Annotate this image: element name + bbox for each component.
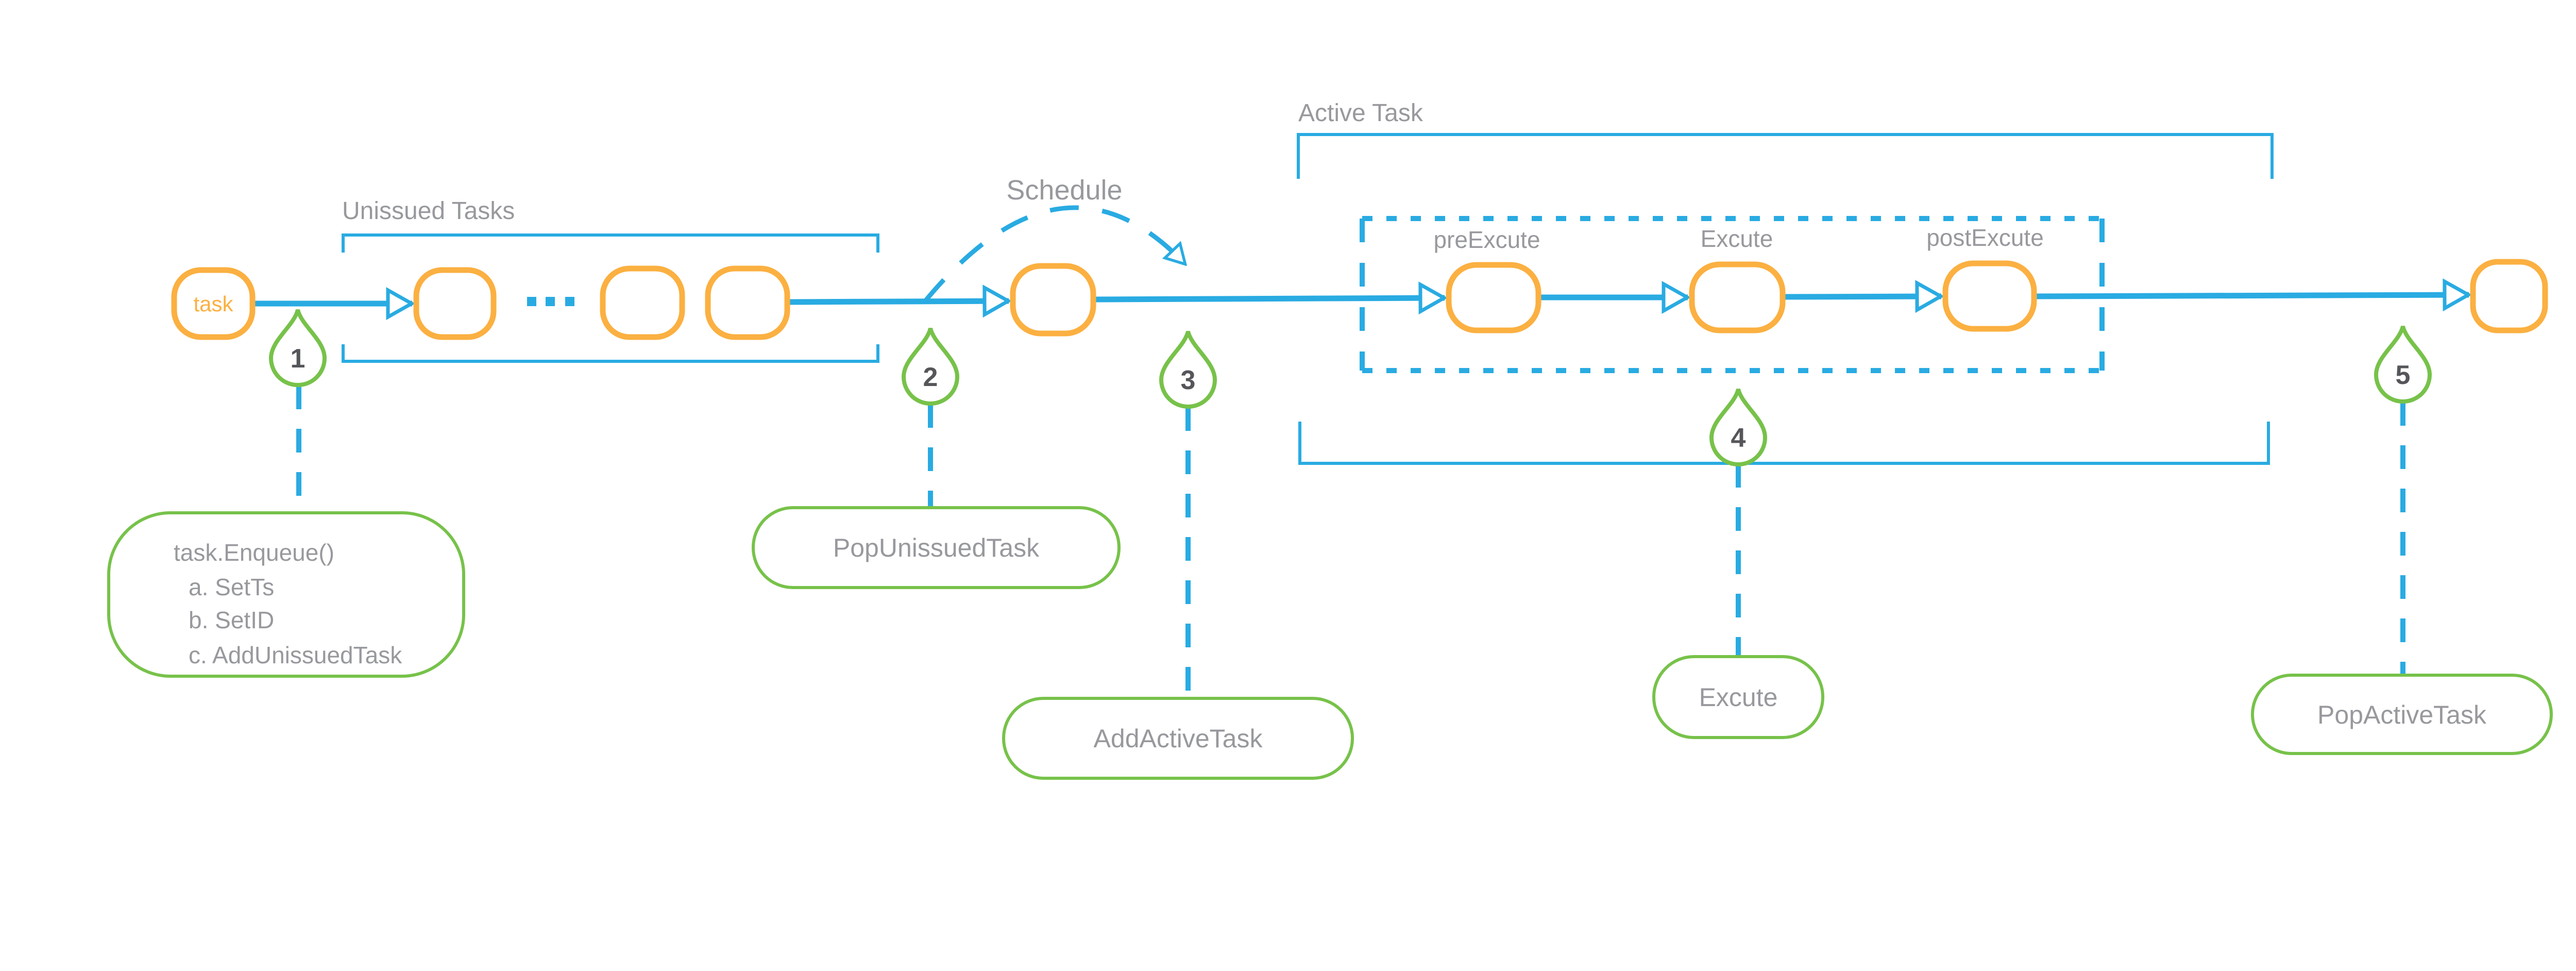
post-excute-node: [1942, 260, 2037, 332]
schedule-arc-arrow: [923, 205, 1185, 303]
queue-node-3: [705, 265, 790, 340]
annotation-pill-pop-unissued: [752, 506, 1121, 589]
enqueue-annotation-line-3: b. SetID: [189, 607, 275, 633]
excute-annotation-text: Excute: [1699, 683, 1778, 712]
marker-4-pin: [1709, 388, 1768, 466]
active-task-bracket-bottom: [1298, 422, 2270, 465]
add-active-task-text: AddActiveTask: [1093, 724, 1263, 753]
marker-1-number: 1: [290, 344, 306, 374]
unissued-tasks-label: Unissued Tasks: [342, 197, 515, 225]
enqueue-annotation-line-4: c. AddUnissuedTask: [189, 642, 402, 668]
task-node: [171, 267, 256, 340]
queue-node-2: [600, 265, 685, 340]
marker-5-number: 5: [2395, 360, 2411, 390]
post-excute-label: postExcute: [1926, 224, 2044, 251]
annotation-box-enqueue: [107, 511, 465, 678]
enqueue-annotation-line-2: a. SetTs: [189, 574, 275, 600]
schedule-label: Schedule: [1006, 175, 1123, 206]
task-node-label: task: [193, 292, 233, 316]
pop-active-task-text: PopActiveTask: [2317, 700, 2486, 729]
active-task-dotted-box: [1360, 216, 2105, 373]
flow-arrow-excute-to-postexcute: [1783, 296, 1941, 297]
excute-label: Excute: [1700, 225, 1773, 252]
queue-node-1: [413, 267, 497, 340]
active-task-bracket-top: [1297, 133, 2274, 179]
marker-3-pin: [1159, 330, 1217, 409]
pre-excute-label: preExcute: [1433, 226, 1540, 253]
annotation-pill-pop-active: [2251, 674, 2553, 755]
unissued-bracket-bottom: [342, 344, 879, 363]
schedule-node: [1010, 263, 1096, 337]
marker-3-number: 3: [1180, 365, 1196, 395]
flow-arrow-postexcute-to-end: [2035, 295, 2469, 296]
unissued-bracket-top: [342, 233, 879, 253]
marker-5-pin: [2374, 325, 2432, 404]
pop-unissued-task-text: PopUnissuedTask: [833, 533, 1040, 562]
marker-1-pin: [268, 309, 327, 387]
annotation-pill-add-active: [1002, 697, 1354, 780]
marker-2-pin: [901, 327, 960, 406]
annotation-pill-excute: [1652, 655, 1824, 739]
flow-arrow-queue-to-schedule: [788, 301, 1009, 302]
flow-arrow-schedule-to-preexcute: [1094, 298, 1445, 299]
enqueue-annotation-line-1: task.Enqueue(): [174, 539, 334, 566]
queue-ellipsis-dots: [527, 297, 574, 306]
end-node: [2470, 259, 2548, 333]
pre-excute-node: [1446, 262, 1541, 333]
active-task-label: Active Task: [1298, 99, 1423, 127]
marker-2-number: 2: [923, 362, 938, 392]
marker-4-number: 4: [1731, 423, 1746, 453]
excute-node: [1689, 261, 1786, 333]
